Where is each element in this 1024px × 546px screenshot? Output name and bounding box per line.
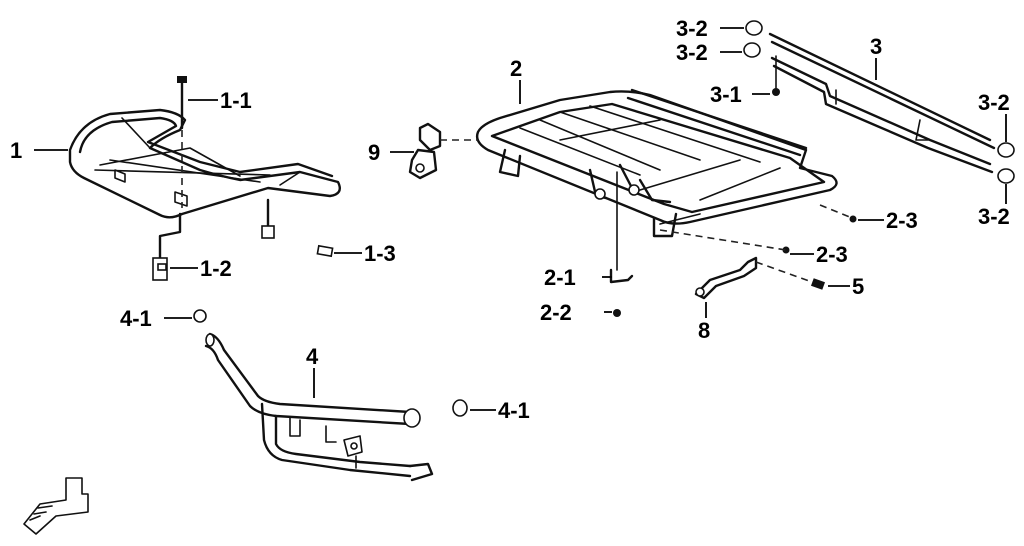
- callout-3: 3: [870, 34, 882, 59]
- callout-8: 8: [698, 318, 710, 343]
- callout-2: 2: [510, 56, 522, 81]
- callout-4: 4: [306, 344, 319, 369]
- callout-3-2-top: 3-2: [676, 16, 708, 41]
- callout-2-2: 2-2: [540, 300, 572, 325]
- callout-3-2-right-top: 3-2: [978, 90, 1010, 115]
- callout-2-3-upper: 2-3: [886, 208, 918, 233]
- front-direction-arrow-icon: [23, 477, 89, 535]
- end-caps-3-2: [743, 20, 1015, 184]
- callout-3-2-second: 3-2: [676, 40, 708, 65]
- rear-carrier: [475, 88, 857, 317]
- callout-4-1-left: 4-1: [120, 306, 152, 331]
- front-bar: [193, 309, 468, 482]
- callout-labels: 1 1-1 1-2 1-3 2 2-1 2-2 2-3 2-3 3 3-1 3-…: [10, 16, 1010, 423]
- callout-9: 9: [368, 140, 380, 165]
- callout-1-3: 1-3: [364, 241, 396, 266]
- rail-3: [768, 32, 996, 174]
- bracket-8: [694, 256, 826, 300]
- callout-5: 5: [852, 274, 864, 299]
- front-carrier: [68, 76, 341, 281]
- callout-1-2: 1-2: [200, 256, 232, 281]
- bracket-9: [408, 122, 478, 180]
- leader-lines: [34, 27, 1007, 411]
- callout-2-3-lower: 2-3: [816, 242, 848, 267]
- callout-3-2-right-bottom: 3-2: [978, 204, 1010, 229]
- callout-1: 1: [10, 138, 22, 163]
- callout-4-1-right: 4-1: [498, 398, 530, 423]
- callout-2-1: 2-1: [544, 265, 576, 290]
- callout-1-1: 1-1: [220, 88, 252, 113]
- callout-3-1: 3-1: [710, 82, 742, 107]
